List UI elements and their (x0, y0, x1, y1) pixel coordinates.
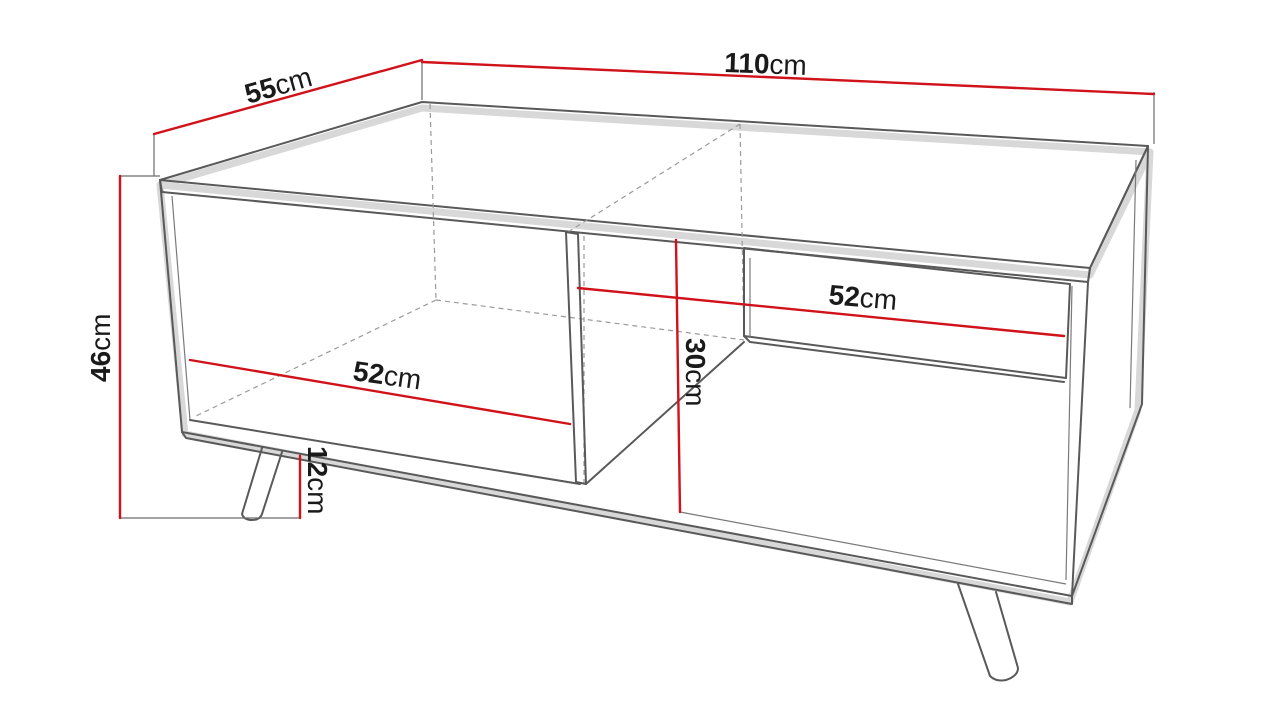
legs (241, 447, 1019, 682)
table-body (159, 101, 1149, 605)
left-open-shelf (189, 103, 745, 485)
leg-front-right (957, 583, 1019, 682)
dim-line-left-shelf (188, 358, 572, 426)
label-depth: 55cm (241, 61, 315, 110)
dim-line-drawer (576, 286, 1066, 338)
shelf-divider (565, 231, 587, 485)
leg-front-left (241, 447, 283, 521)
label-drawer: 52cm (827, 279, 898, 316)
label-leg-height: 12cm (302, 446, 333, 514)
dimension-lines (118, 58, 1156, 520)
outline-shadow (156, 104, 1154, 606)
table-top (159, 101, 1149, 269)
dim-line-width (420, 60, 1156, 96)
dimension-labels: 55cm 110cm 46cm 12cm 52cm 52cm 30cm (85, 47, 898, 514)
right-drawer (679, 247, 1071, 585)
label-width: 110cm (724, 47, 808, 81)
label-left-shelf: 52cm (351, 355, 423, 395)
drawer-front (743, 247, 1071, 379)
dim-line-compartment-height (674, 238, 682, 514)
label-height: 46cm (85, 314, 116, 382)
right-side-panel (1071, 145, 1149, 597)
label-compartment-height: 30cm (680, 338, 711, 406)
dim-line-depth (152, 58, 424, 136)
front-left-edge (159, 179, 1073, 597)
